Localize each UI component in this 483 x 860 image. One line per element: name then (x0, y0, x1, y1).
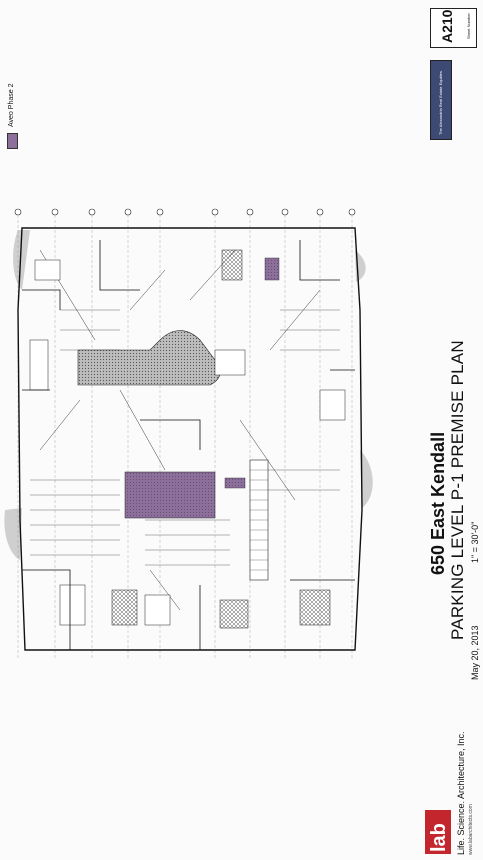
firm-url: www.labarchitects.com (468, 804, 474, 855)
building-outline (17, 227, 363, 651)
floor-plan (4, 208, 373, 660)
premise-area-main (124, 471, 216, 519)
sheet-number: A210 (439, 9, 455, 43)
plan-date: May 20, 2013 (470, 625, 480, 680)
site-shading-2 (4, 508, 22, 560)
grid-lines (17, 215, 353, 660)
partitions (22, 240, 355, 650)
firm-name: Life. Science. Architecture, Inc. (456, 731, 466, 855)
site-shading-3 (360, 450, 373, 508)
plan-scale: 1" = 30'-0" (470, 521, 480, 563)
lab-logo: lab (425, 810, 451, 854)
developer-stamp-text: The Alexandria Real Estate Equities (438, 71, 443, 135)
developer-stamp: The Alexandria Real Estate Equities (430, 60, 452, 140)
plan-title: PARKING LEVEL P-1 PREMISE PLAN (448, 340, 467, 640)
ramp-treads (250, 469, 268, 571)
central-core-hatch (77, 330, 221, 386)
legend-swatch-aveo-phase-2 (7, 133, 18, 149)
site-shading-1 (13, 230, 31, 290)
legend-label: Aveo Phase 2 (8, 83, 15, 127)
service-rooms (29, 249, 346, 629)
sheet-number-label: Sheet Number (466, 13, 471, 39)
grid-bubbles (14, 208, 356, 216)
premise-area-small-2 (224, 477, 246, 489)
lab-logo-text: lab (428, 823, 450, 852)
premise-area-small-1 (264, 257, 280, 281)
sheet-number-box: A210 Sheet Number (430, 8, 477, 48)
project-name: 650 East Kendall (428, 431, 448, 575)
drive-aisle-lines (39, 249, 321, 611)
